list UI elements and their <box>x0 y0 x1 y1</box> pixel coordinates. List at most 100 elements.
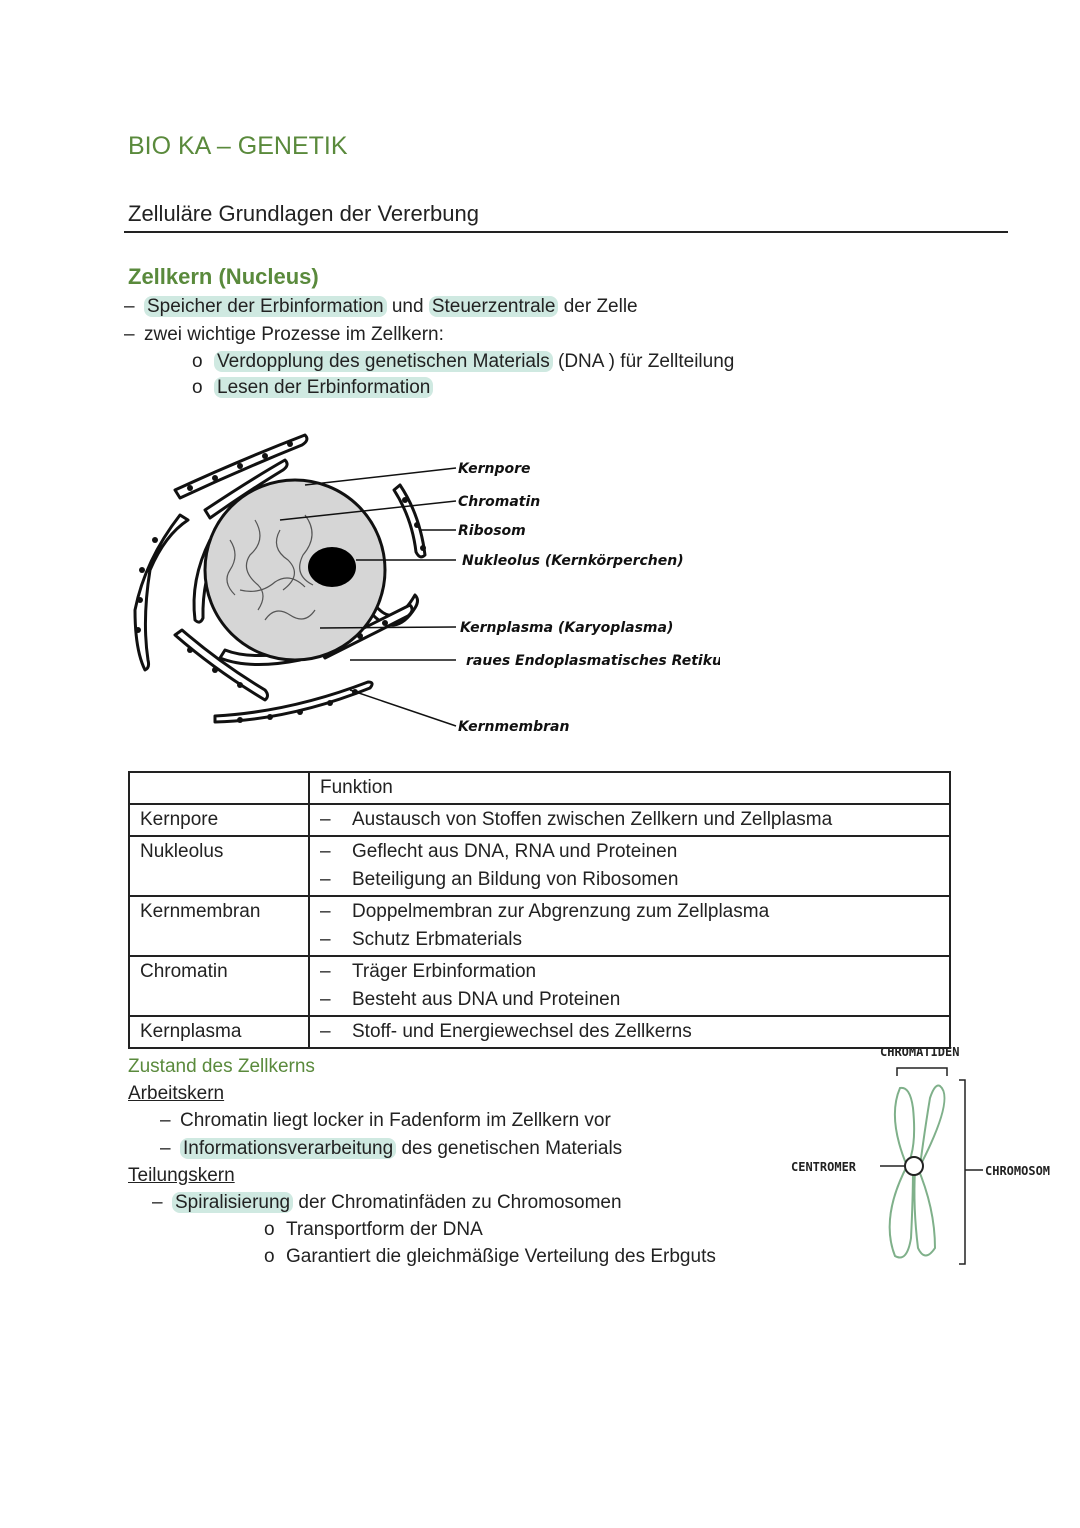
er-cisterna <box>392 483 427 559</box>
dash-bullet: – <box>320 989 331 1010</box>
function-line: –Besteht aus DNA und Proteinen <box>320 986 939 1014</box>
label-nukleolus: Nukleolus (Kernkörperchen) <box>462 553 684 569</box>
nucleolus <box>308 547 356 587</box>
label-centromer: CENTROMER <box>791 1160 857 1174</box>
arbeitskern-point-2: –Informationsverarbeitung des genetische… <box>160 1138 622 1160</box>
function-text: Doppelmembran zur Abgrenzung zum Zellpla… <box>352 901 770 922</box>
text-fragment: des genetischen Materials <box>396 1138 623 1159</box>
label-chromatin: Chromatin <box>458 494 540 510</box>
arbeitskern-point-1: –Chromatin liegt locker in Fadenform im … <box>160 1110 611 1132</box>
label-chromatiden: CHROMATIDEN <box>880 1045 959 1059</box>
label-kernpore: Kernpore <box>458 461 531 477</box>
function-line: –Träger Erbinformation <box>320 958 939 986</box>
function-text: Schutz Erbmaterials <box>352 929 523 950</box>
label-ribosom: Ribosom <box>458 523 526 539</box>
dash-bullet: – <box>320 901 331 922</box>
highlight-informationsverarbeitung: Informationsverarbeitung <box>180 1138 397 1159</box>
dash-bullet: – <box>124 324 135 345</box>
function-line: –Beteiligung an Bildung von Ribosomen <box>320 866 939 894</box>
table-row: Kernplasma –Stoff- und Energiewechsel de… <box>128 1015 951 1049</box>
text-fragment: Chromatin liegt locker in Fadenform im Z… <box>180 1110 611 1131</box>
circle-bullet: o <box>192 351 203 372</box>
text-fragment: Transportform der DNA <box>286 1219 483 1240</box>
table-term: Chromatin <box>128 955 310 1017</box>
teilungskern-point-1: –Spiralisierung der Chromatinfäden zu Ch… <box>152 1192 622 1214</box>
function-line: –Schutz Erbmaterials <box>320 926 939 954</box>
table-functions: –Austausch von Stoffen zwischen Zellkern… <box>308 803 951 837</box>
dash-bullet: – <box>160 1110 171 1131</box>
chromosom-bracket <box>959 1079 966 1265</box>
nucleus-diagram: Kernpore Chromatin Ribosom Nukleolus (Ke… <box>133 433 720 735</box>
nucleus-heading: Zellkern (Nucleus) <box>128 264 319 289</box>
chromatiden-bracket <box>896 1067 948 1076</box>
function-text: Beteiligung an Bildung von Ribosomen <box>352 869 679 890</box>
table-term: Kernmembran <box>128 895 310 957</box>
chromosome-shape <box>888 1084 946 1259</box>
table-term: Kernplasma <box>128 1015 310 1049</box>
text-fragment: Garantiert die gleichmäßige Verteilung d… <box>286 1246 716 1267</box>
table-header-funktion: Funktion <box>308 771 951 805</box>
section-title: Zelluläre Grundlagen der Vererbung <box>128 201 480 226</box>
dash-bullet: – <box>320 961 331 982</box>
arbeitskern-heading: Arbeitskern <box>128 1083 225 1104</box>
teilungskern-heading: Teilungskern <box>128 1165 235 1186</box>
section-divider <box>124 231 1008 233</box>
label-kernmembran: Kernmembran <box>458 719 569 735</box>
er-cisterna <box>173 628 269 702</box>
function-text: Besteht aus DNA und Proteinen <box>352 989 621 1010</box>
function-line: –Geflecht aus DNA, RNA und Proteinen <box>320 838 939 866</box>
function-line: –Austausch von Stoffen zwischen Zellkern… <box>320 806 939 834</box>
table-row: Kernpore –Austausch von Stoffen zwischen… <box>128 803 951 837</box>
er-cisterna <box>133 513 190 672</box>
dash-bullet: – <box>320 1021 331 1042</box>
text-fragment: (DNA ) für Zellteilung <box>552 351 735 372</box>
highlight-steuerzentrale: Steuerzentrale <box>428 296 559 317</box>
table-row: Chromatin –Träger Erbinformation –Besteh… <box>128 955 951 1017</box>
table-row: Nukleolus –Geflecht aus DNA, RNA und Pro… <box>128 835 951 897</box>
dash-bullet: – <box>320 841 331 862</box>
teilungskern-subpoint-1: o Transportform der DNA <box>264 1219 483 1241</box>
function-text: Austausch von Stoffen zwischen Zellkern … <box>352 809 833 830</box>
dash-bullet: – <box>124 296 135 317</box>
highlight-verdopplung: Verdopplung des genetischen Materials <box>214 351 553 372</box>
text-fragment: und <box>386 296 429 317</box>
table-term: Nukleolus <box>128 835 310 897</box>
table-row: Kernmembran –Doppelmembran zur Abgrenzun… <box>128 895 951 957</box>
centromere <box>904 1156 924 1176</box>
function-table: Funktion Kernpore –Austausch von Stoffen… <box>128 771 951 1049</box>
function-text: Stoff- und Energiewechsel des Zellkerns <box>352 1021 692 1042</box>
text-fragment: zwei wichtige Prozesse im Zellkern: <box>144 324 444 345</box>
nucleus-body <box>203 478 387 662</box>
document-title: BIO KA – GENETIK <box>128 132 348 160</box>
nucleus-subpoint-1: o Verdopplung des genetischen Materials (… <box>192 351 734 373</box>
function-line: –Stoff- und Energiewechsel des Zellkerns <box>320 1018 939 1046</box>
chromosome-diagram: CHROMATIDEN CENTROMER CHROMOSOM <box>791 1045 1050 1265</box>
table-functions: –Geflecht aus DNA, RNA und Proteinen –Be… <box>308 835 951 897</box>
dash-bullet: – <box>320 929 331 950</box>
dash-bullet: – <box>320 869 331 890</box>
function-line: –Doppelmembran zur Abgrenzung zum Zellpl… <box>320 898 939 926</box>
table-header-row: Funktion <box>128 771 951 805</box>
teilungskern-subpoint-2: o Garantiert die gleichmäßige Verteilung … <box>264 1246 716 1268</box>
dash-bullet: – <box>320 809 331 830</box>
er-cisterna <box>213 680 374 724</box>
leader-lines <box>279 467 457 727</box>
text-fragment: der Chromatinfäden zu Chromosomen <box>293 1192 622 1213</box>
dash-bullet: – <box>160 1138 171 1159</box>
circle-bullet: o <box>264 1219 275 1240</box>
label-chromosom: CHROMOSOM <box>985 1164 1050 1178</box>
table-functions: –Stoff- und Energiewechsel des Zellkerns <box>308 1015 951 1049</box>
highlight-erbinformation: Speicher der Erbinformation <box>144 296 387 317</box>
nucleus-point-1: –Speicher der Erbinformation und Steuerz… <box>124 296 638 318</box>
zustand-heading: Zustand des Zellkerns <box>128 1056 315 1077</box>
table-header-cell <box>128 771 310 805</box>
chromatin-threads <box>226 514 316 621</box>
function-text: Geflecht aus DNA, RNA und Proteinen <box>352 841 678 862</box>
table-functions: –Doppelmembran zur Abgrenzung zum Zellpl… <box>308 895 951 957</box>
table-term: Kernpore <box>128 803 310 837</box>
nucleus-point-2: –zwei wichtige Prozesse im Zellkern: <box>124 324 444 346</box>
highlight-spiralisierung: Spiralisierung <box>172 1192 294 1213</box>
label-kernplasma: Kernplasma (Karyoplasma) <box>460 620 673 636</box>
circle-bullet: o <box>264 1246 275 1267</box>
